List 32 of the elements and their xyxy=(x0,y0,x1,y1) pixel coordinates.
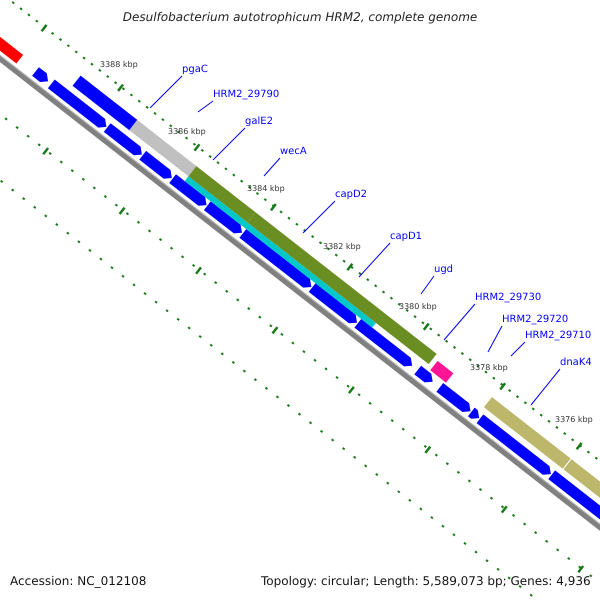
scale-label: 3382 kbp xyxy=(323,242,361,252)
leader-line xyxy=(198,100,214,112)
scale-label: 3384 kbp xyxy=(247,184,285,194)
gene-label: dnaK4 xyxy=(560,357,592,369)
gene-label: HRM2_29790 xyxy=(213,89,280,101)
leader-line xyxy=(302,200,336,234)
footer-note: Topology: circular; Length: 5,589,073 bp; Genes: 4,936 xyxy=(261,574,591,588)
scale-label: 3378 kbp xyxy=(470,363,508,373)
scale-label: 3376 kbp xyxy=(555,415,593,425)
leader-line xyxy=(530,368,560,406)
scale-label: 3380 kbp xyxy=(399,302,437,312)
leader-line xyxy=(212,128,246,160)
title: Desulfobacterium autotrophicum HRM2, complete genome xyxy=(122,10,478,24)
leader-line xyxy=(264,158,280,176)
leader-line xyxy=(488,326,502,352)
leader-line xyxy=(358,242,390,278)
gene-label: HRM2_29720 xyxy=(502,314,568,326)
leader-line xyxy=(510,342,526,356)
scale-label: 3386 kbp xyxy=(168,127,206,137)
scale-label: 3388 kbp xyxy=(100,60,138,70)
gene-label: galE2 xyxy=(245,116,273,128)
gene-label: capD1 xyxy=(390,231,422,243)
gene-label: ugd xyxy=(434,264,454,276)
gene-label: HRM2_29730 xyxy=(475,292,542,304)
gene-label: wecA xyxy=(280,146,307,158)
gene-label: capD2 xyxy=(335,189,368,201)
footer-note: Accession: NC_012108 xyxy=(10,574,146,588)
leader-line xyxy=(420,276,434,294)
gene-label: HRM2_29710 xyxy=(525,330,592,342)
leader-line xyxy=(150,76,182,108)
gene-label: pgaC xyxy=(182,64,208,76)
leader-line xyxy=(444,304,476,340)
